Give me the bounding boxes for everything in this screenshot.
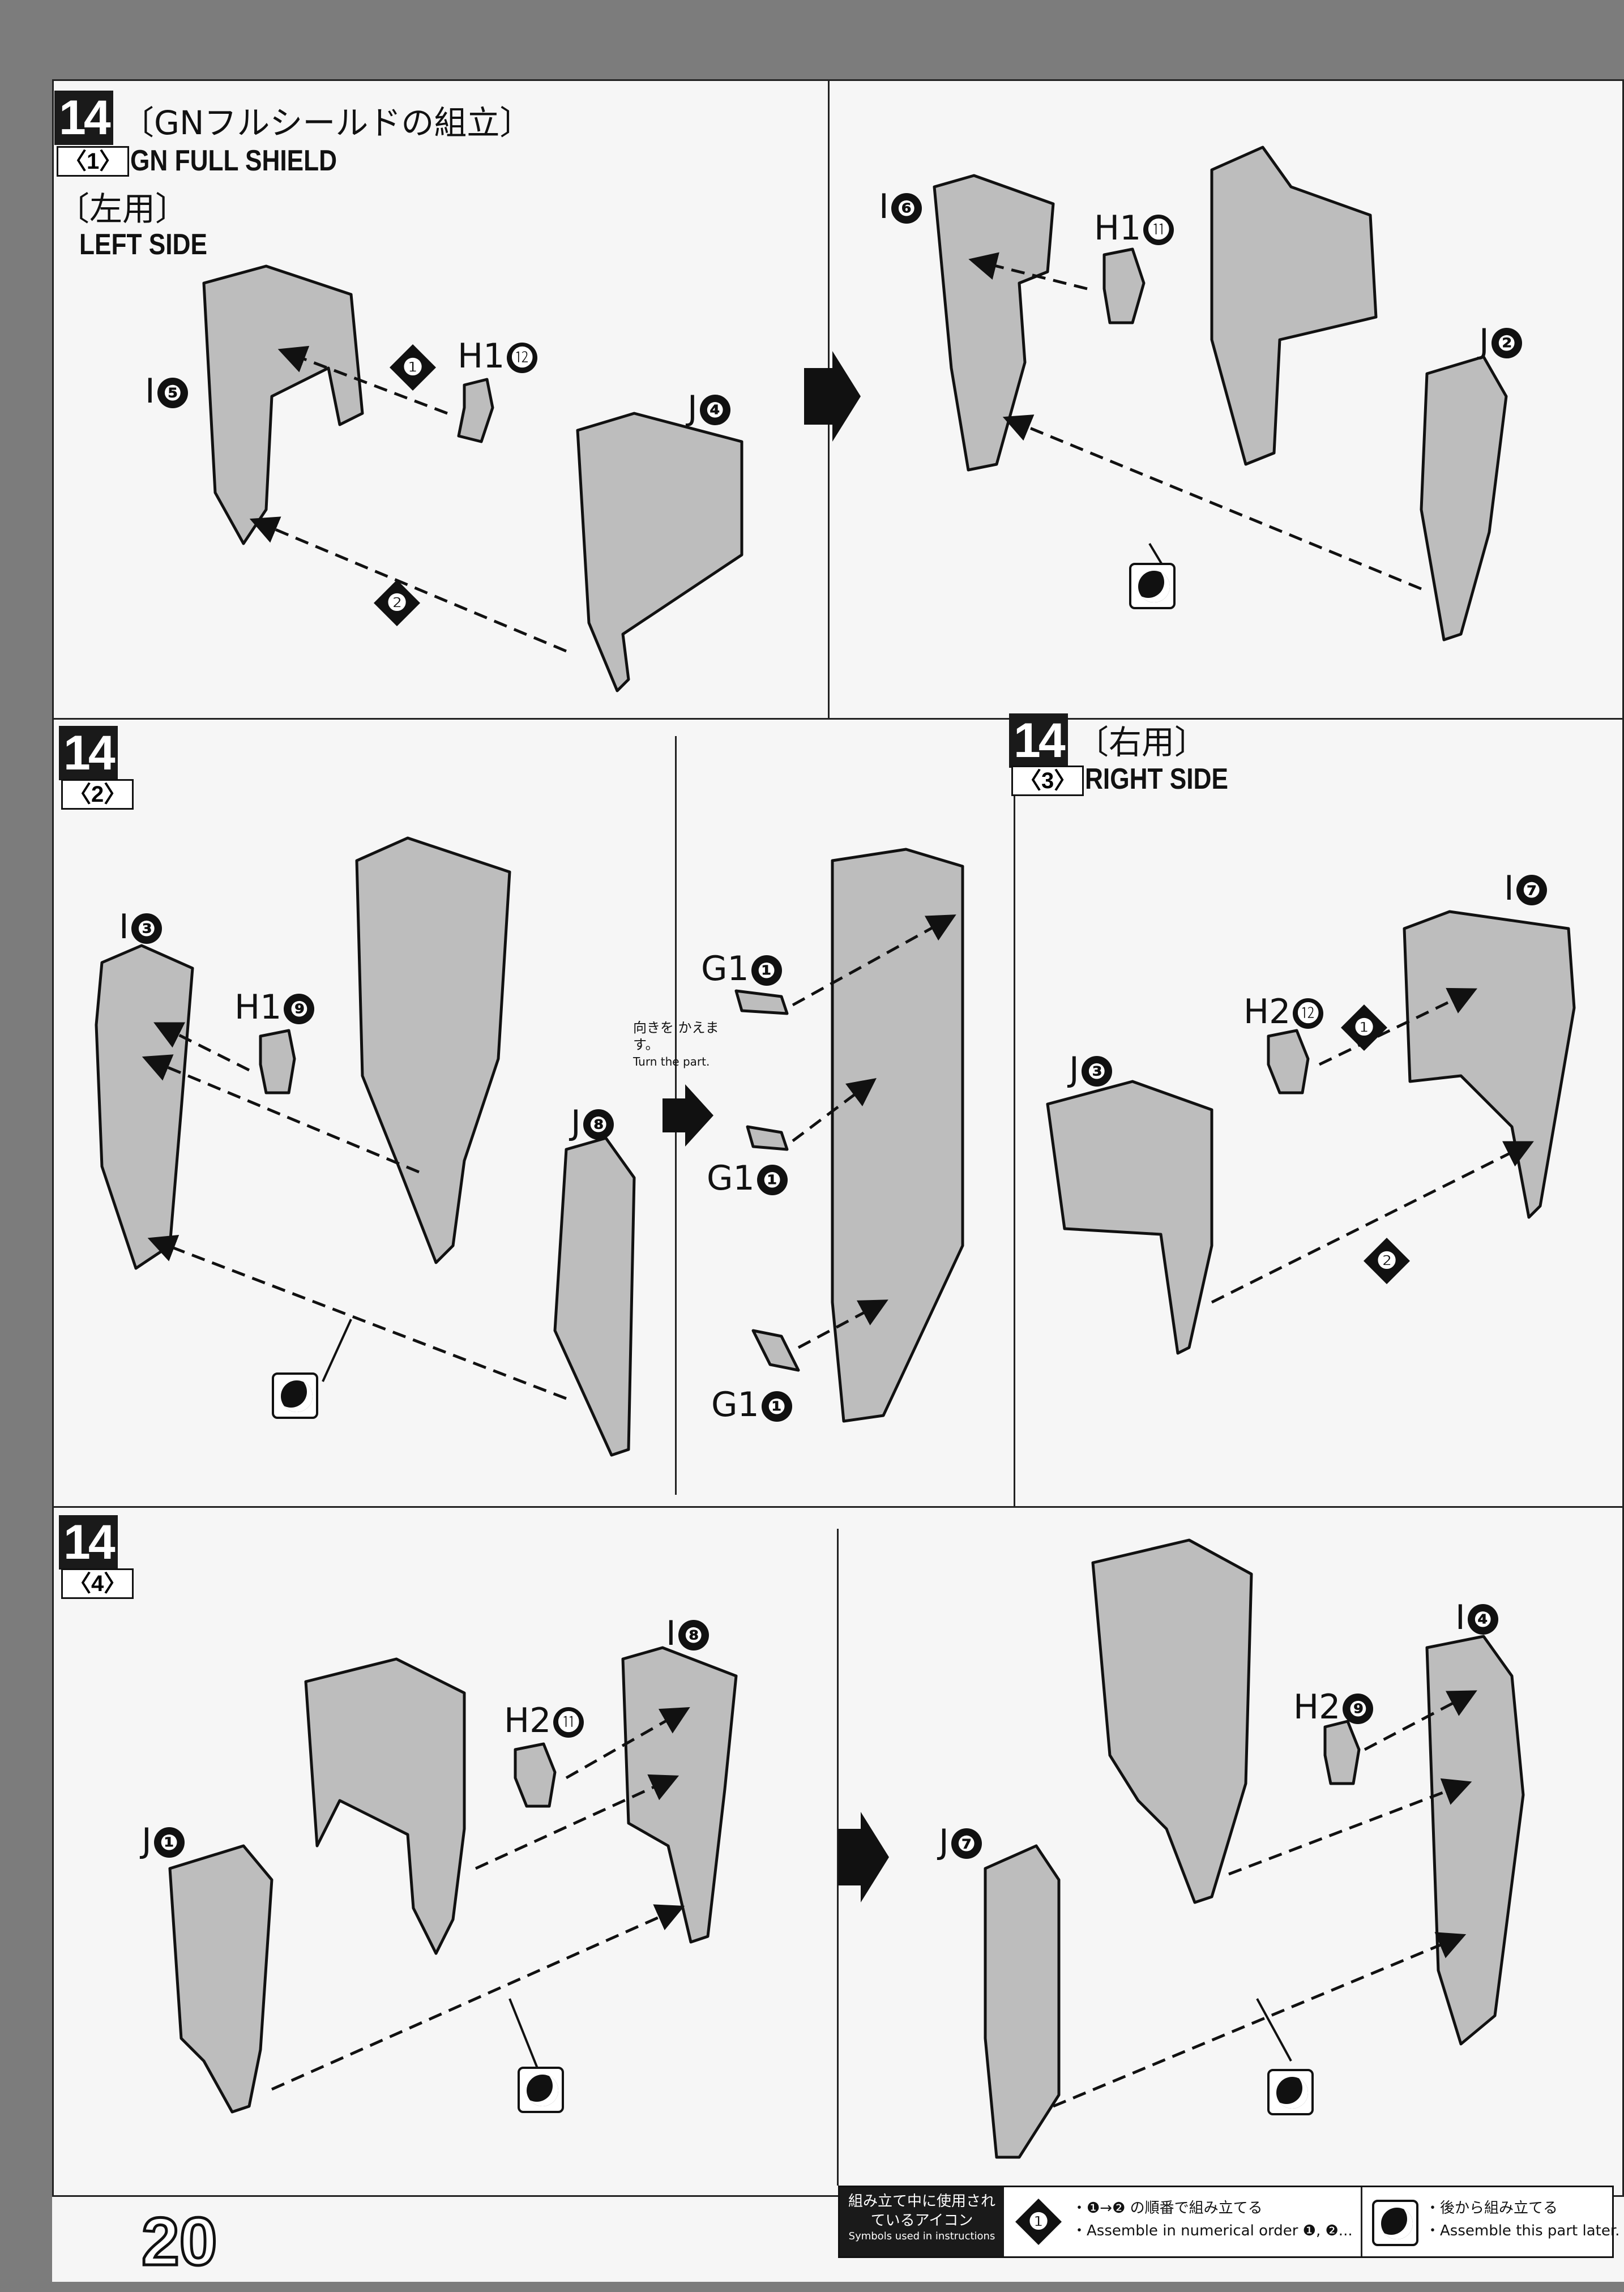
section-title-jp: 〔GNフルシールドの組立〕 [121,104,533,142]
part-j4 [576,412,743,692]
divider [52,1506,1624,1508]
step-number: 14 [1009,713,1068,768]
next-arrow-icon [804,351,861,442]
order-step-1-icon: ❶ [389,344,437,391]
part-i6 [933,174,1055,472]
part-i3 [95,944,194,1270]
part-h1-11 [1102,247,1146,324]
part-h1-12 [457,378,494,443]
substep-label: 〈1〉 [57,146,130,177]
turn-part-note: 向きを かえます。 Turn the part. [633,1019,724,1070]
part-j2 [1420,355,1508,642]
legend-divider [1361,2187,1362,2256]
part-i4 [1425,1635,1525,2046]
part-g1-a [734,989,789,1015]
legend-order-jp: ・❶→❷ の順番で組み立てる [1072,2200,1263,2217]
substep-label: 〈4〉 [61,1568,134,1599]
section-title-en: GN FULL SHIELD [130,144,337,177]
part-g1-b [746,1125,789,1151]
legend-later-en: ・Assemble this part later. [1425,2222,1620,2239]
part-i5 [202,264,364,545]
part-j7 [984,1844,1061,2159]
step-number: 14 [54,91,113,145]
assemble-later-icon [1129,563,1176,609]
part-gn-shield-c [304,1657,466,1955]
next-arrow-icon [838,1812,889,1902]
next-arrow-icon [663,1084,713,1147]
divider [1014,718,1015,1506]
part-j8 [553,1136,636,1457]
part-i8 [621,1646,738,1944]
divider [837,1529,839,2186]
side-title-jp: 〔左用〕 [57,190,189,228]
page-number: 20 [140,2203,219,2281]
assemble-later-icon [1267,2069,1314,2115]
part-h2-9 [1323,1720,1361,1785]
part-j1 [168,1844,273,2114]
legend-later-icon [1372,2200,1418,2246]
assemble-later-icon [518,2067,564,2113]
substep-label: 〈2〉 [61,779,134,810]
part-shield-back [831,848,964,1423]
assemble-later-icon [272,1372,318,1419]
turn-note-en: Turn the part. [633,1055,710,1068]
legend-order-en: ・Assemble in numerical order ❶, ❷... [1072,2222,1353,2239]
part-i7 [1403,910,1576,1219]
side-title-jp: 〔右用〕 [1076,723,1208,762]
part-g1-c [751,1329,800,1372]
order-step-2-icon: ❷ [1363,1237,1411,1285]
legend-title-en: Symbols used in instructions [848,2230,995,2242]
order-step-1-icon: ❶ [1340,1004,1388,1051]
divider [52,718,1624,720]
legend-later-jp: ・後から組み立てる [1425,2200,1558,2217]
legend-title: 組み立て中に使用されているアイコン Symbols used in instru… [840,2187,1004,2256]
side-title-en: RIGHT SIDE [1085,763,1228,796]
part-gn-shield-d [1091,1538,1253,1904]
part-h2-11 [514,1742,557,1808]
legend-title-jp: 組み立て中に使用されているアイコン [848,2193,995,2229]
next-arrow-group [663,351,889,1902]
step-number: 14 [59,1515,118,1570]
step-number: 14 [59,726,118,780]
side-title-en: LEFT SIDE [79,228,207,261]
part-gn-shield-b [355,836,511,1264]
part-j3 [1046,1080,1213,1355]
legend-order-icon: ❶ [1015,2198,1062,2246]
icon-legend: 組み立て中に使用されているアイコン Symbols used in instru… [838,2186,1619,2258]
substep-label: 〈3〉 [1011,766,1084,796]
turn-note-jp: 向きを かえます。 [633,1020,719,1053]
part-h2-12 [1267,1029,1310,1094]
part-h1-9 [259,1029,296,1094]
order-step-2-icon: ❷ [373,579,421,627]
part-gn-shield-a [1210,146,1378,466]
